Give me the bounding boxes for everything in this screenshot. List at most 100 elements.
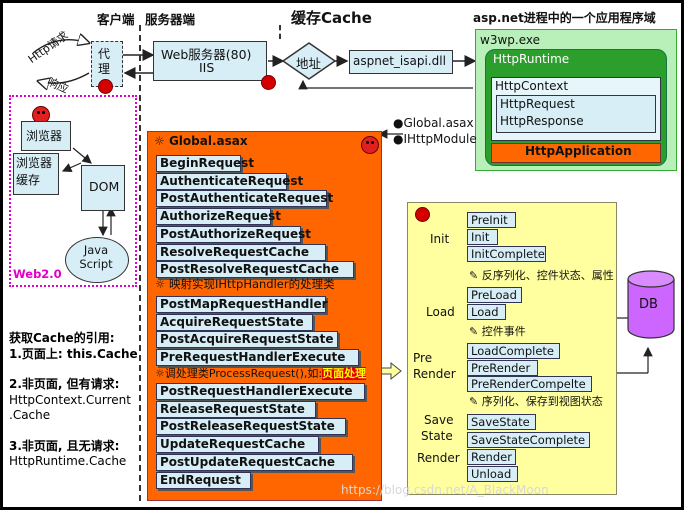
browser-box [21, 121, 71, 151]
cache-note-line: 1.页面上: this.Cache [9, 346, 138, 361]
browser-label: 浏览器 [26, 129, 63, 143]
phase-render: Render [417, 451, 460, 465]
pipeline-event: UpdateRequestCache [156, 436, 319, 454]
pipeline-title: ☼ Global.asax [154, 134, 248, 148]
pipeline-event: PreRequestHandlerExecute [156, 348, 359, 366]
lifecycle-step: PreInit [467, 212, 516, 228]
db-cylinder-icon [627, 270, 675, 339]
isapi-label: aspnet_isapi.dll [353, 54, 446, 68]
pipeline-cache-face-icon [361, 136, 379, 154]
request-response-box [496, 95, 656, 133]
address-diamond [281, 42, 337, 80]
phase-prerender-a: Pre [413, 351, 433, 365]
lifecycle-step: Init [467, 229, 498, 245]
javascript-ellipse [65, 237, 129, 283]
phase-prerender-b: Render [413, 367, 456, 381]
javascript-label: Java Script [79, 243, 113, 271]
cache-note-line [9, 424, 138, 439]
browser-cache-box [13, 153, 59, 195]
pipeline-event: AcquireRequestState [156, 313, 313, 331]
separator-top [279, 25, 281, 39]
browser-cache-label: 浏览器缓存 [16, 156, 53, 187]
process-note-text: 调处理类ProcessRequest(),如: [164, 367, 323, 380]
header-appdomain: asp.net进程中的一个应用程序域 [473, 11, 656, 25]
address-label: 地址 [296, 56, 322, 71]
events-note: ✎ 控件事件 [469, 325, 526, 338]
cache-note-line: 获取Cache的引用: [9, 331, 115, 345]
cache-note-line: HttpRuntime.Cache [9, 454, 127, 468]
lifecycle-step: Unload [467, 466, 518, 482]
events-note-text: 控件事件 [481, 325, 526, 338]
w3wp-title: w3wp.exe [480, 33, 540, 47]
httpcontext-label: HttpContext [495, 79, 569, 93]
lifecycle-cache-dot [415, 207, 430, 222]
lifecycle-step: SaveState [467, 414, 536, 430]
viewstate-note: ✎ 反序列化、控件状态、属性 [469, 269, 614, 282]
isapi-box [349, 50, 453, 74]
iis-label: IIS [199, 60, 215, 75]
pipeline-title-text: Global.asax [168, 134, 248, 148]
dom-label: DOM [89, 179, 120, 194]
cache-note-line: HttpContext.Current [9, 392, 131, 407]
save-note-text: 序列化、保存到视图状态 [481, 395, 603, 408]
pipeline-event: BeginRequest [156, 155, 254, 172]
viewstate-note-text: 反序列化、控件状态、属性 [481, 269, 614, 282]
httprequest-label: HttpRequest [500, 97, 575, 111]
process-note-page: 页面处理 [322, 367, 367, 380]
cache-note-line [9, 362, 138, 377]
ihttpmodule-label: ●IHttpModule [393, 132, 477, 146]
phase-load: Load [426, 305, 455, 319]
phase-savestate-b: State [421, 429, 453, 443]
pipeline-event: PostResolveRequestCache [156, 261, 354, 279]
cache-notes: 获取Cache的引用:1.页面上: this.Cache 2.非页面, 但有请求:… [9, 331, 138, 470]
httpapplication-box [491, 143, 661, 163]
dom-box [81, 165, 125, 211]
proxy-cache-dot [98, 79, 113, 94]
httpruntime-label: HttpRuntime [493, 52, 570, 66]
web20-frame [9, 95, 137, 287]
cache-note-line: 2.非页面, 但有请求: [9, 377, 120, 391]
pipeline-event: PostAuthenticateRequest [156, 190, 333, 208]
handler-note-text: 映射实现IHttpHandler的处理类 [168, 277, 335, 291]
handler-note: ☼ 映射实现IHttpHandler的处理类 [155, 277, 335, 291]
diagram-canvas: 客户端 服务器端 缓存Cache asp.net进程中的一个应用程序域 Http… [3, 3, 681, 507]
pipeline-event: ResolveRequestCache [156, 243, 326, 261]
header-client: 客户端 [97, 12, 135, 27]
pipeline-event: PostMapRequestHandler [156, 296, 328, 313]
watermark: https://blog.csdn.net/A_BlackMoon [341, 483, 549, 497]
db-label: DB [639, 297, 658, 312]
pipeline-event: AuthorizeRequest [156, 208, 281, 226]
pipeline-event: PostRequestHandlerExecute [156, 383, 365, 400]
save-note: ✎ 序列化、保存到视图状态 [469, 395, 603, 408]
lifecycle-step: Load [467, 304, 506, 320]
cache-note-line: 3.非页面, 且无请求: [9, 438, 120, 453]
cache-note-line: .Cache [9, 408, 51, 422]
lifecycle-step: PreRender [467, 359, 538, 376]
httpapplication-label: HttpApplication [525, 144, 632, 158]
lifecycle-step: PreLoad [467, 287, 522, 303]
header-title: 缓存Cache [291, 9, 372, 27]
web20-label: Web2.0 [13, 267, 62, 281]
global-asax-label: ●Global.asax [393, 116, 474, 130]
proxy-label: 代理 [98, 47, 111, 76]
phase-savestate-a: Save [424, 413, 454, 427]
lifecycle-step: PreRenderCompelte [467, 376, 592, 392]
lifecycle-step: InitComplete [467, 246, 546, 262]
header-server: 服务器端 [145, 12, 196, 27]
lifecycle-step: Render [467, 449, 516, 465]
httpresponse-label: HttpResponse [500, 114, 584, 128]
phase-init: Init [430, 232, 450, 246]
pipeline-event: ReleaseRequestState [156, 400, 316, 418]
process-note: ☼调处理类ProcessRequest(),如:页面处理 [155, 367, 367, 380]
pipeline-event: EndRequest [156, 471, 251, 489]
lifecycle-step: SaveStateComplete [467, 432, 590, 448]
pipeline-event: PostAcquireRequestState [156, 331, 338, 348]
pipeline-event: AuthenticateRequest [156, 172, 303, 190]
pipeline-event: PostUpdateRequestCache [156, 453, 353, 471]
lifecycle-step: LoadComplete [467, 343, 560, 359]
webserver-box [153, 41, 267, 81]
pipeline-event: PostAuthorizeRequest [156, 225, 311, 243]
webserver-label: Web服务器(80) [161, 47, 252, 62]
pipeline-event: PostReleaseRequestState [156, 418, 346, 436]
separator-client-server [139, 25, 141, 501]
